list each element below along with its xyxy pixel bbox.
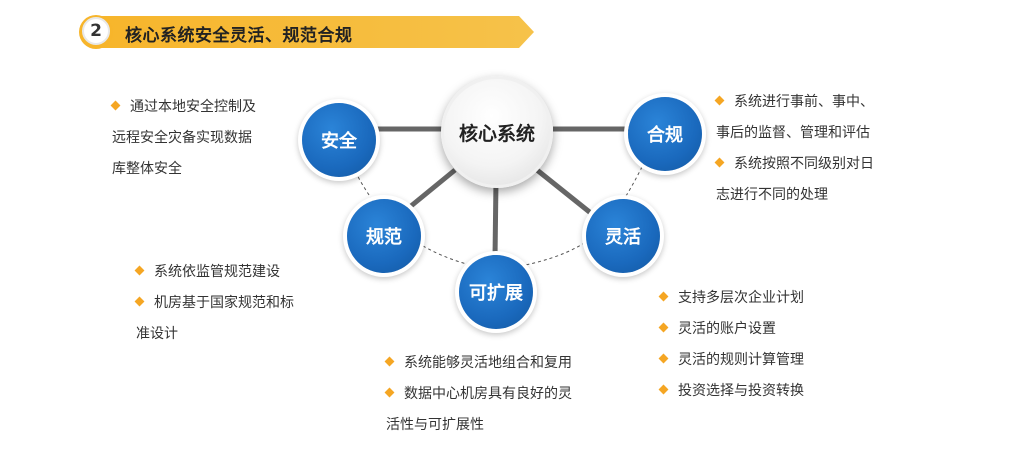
list-item-continuation: 志进行不同的处理 <box>716 187 828 203</box>
node-kekuozhan-label: 可扩展 <box>469 283 523 304</box>
list-item: 数据中心机房具有良好的灵 <box>384 379 572 410</box>
node-linghuo: 灵活 <box>586 199 660 273</box>
list-item: 机房基于国家规范和标 <box>134 288 294 319</box>
list-item: 支持多层次企业计划 <box>658 283 804 314</box>
node-anquan: 安全 <box>302 103 376 177</box>
text-hegui: 系统进行事前、事中、 事后的监督、管理和评估 系统按照不同级别对日 志进行不同的… <box>714 87 874 211</box>
bullet-diamond-icon <box>714 157 725 168</box>
bullet-diamond-icon <box>658 322 669 333</box>
connector-kekuozhan <box>492 179 499 259</box>
text-linghuo: 支持多层次企业计划 灵活的账户设置 灵活的规则计算管理 投资选择与投资转换 <box>658 283 804 407</box>
list-item-continuation: 事后的监督、管理和评估 <box>716 125 870 141</box>
node-linghuo-label: 灵活 <box>605 227 641 248</box>
list-item-continuation: 远程安全灾备实现数据 <box>112 130 252 146</box>
list-item: 灵活的账户设置 <box>658 314 804 345</box>
list-item: 通过本地安全控制及 <box>110 92 256 123</box>
bullet-diamond-icon <box>110 100 121 111</box>
list-item: 系统按照不同级别对日 <box>714 149 874 180</box>
list-item-continuation: 准设计 <box>136 326 178 342</box>
page-title: 核心系统安全灵活、规范合规 <box>125 26 353 46</box>
text-guifan: 系统依监管规范建设 机房基于国家规范和标 准设计 <box>134 257 294 350</box>
node-guifan-label: 规范 <box>366 227 402 248</box>
list-item: 系统依监管规范建设 <box>134 257 294 288</box>
connector-guifan <box>398 168 457 217</box>
bullet-diamond-icon <box>384 387 395 398</box>
bullet-diamond-icon <box>658 384 669 395</box>
center-node-label: 核心系统 <box>458 122 535 145</box>
list-item: 投资选择与投资转换 <box>658 376 804 407</box>
bullet-diamond-icon <box>384 356 395 367</box>
bullet-diamond-icon <box>658 291 669 302</box>
connector-linghuo <box>535 168 599 220</box>
text-kekuozhan: 系统能够灵活地组合和复用 数据中心机房具有良好的灵 活性与可扩展性 <box>384 348 572 441</box>
list-item-continuation: 活性与可扩展性 <box>386 417 484 433</box>
list-item-continuation: 库整体安全 <box>112 161 182 177</box>
node-hegui: 合规 <box>628 97 702 171</box>
bullet-diamond-icon <box>714 95 725 106</box>
text-anquan: 通过本地安全控制及 远程安全灾备实现数据 库整体安全 <box>110 92 256 185</box>
step-number-badge: 2 <box>82 17 110 45</box>
node-kekuozhan: 可扩展 <box>459 255 533 329</box>
center-node-core-system: 核心系统 <box>441 76 553 188</box>
node-hegui-label: 合规 <box>647 125 683 146</box>
bullet-diamond-icon <box>134 296 145 307</box>
node-anquan-label: 安全 <box>321 131 357 152</box>
list-item: 系统进行事前、事中、 <box>714 87 874 118</box>
list-item: 系统能够灵活地组合和复用 <box>384 348 572 379</box>
bullet-diamond-icon <box>134 265 145 276</box>
list-item: 灵活的规则计算管理 <box>658 345 804 376</box>
bullet-diamond-icon <box>658 353 669 364</box>
node-guifan: 规范 <box>347 199 421 273</box>
